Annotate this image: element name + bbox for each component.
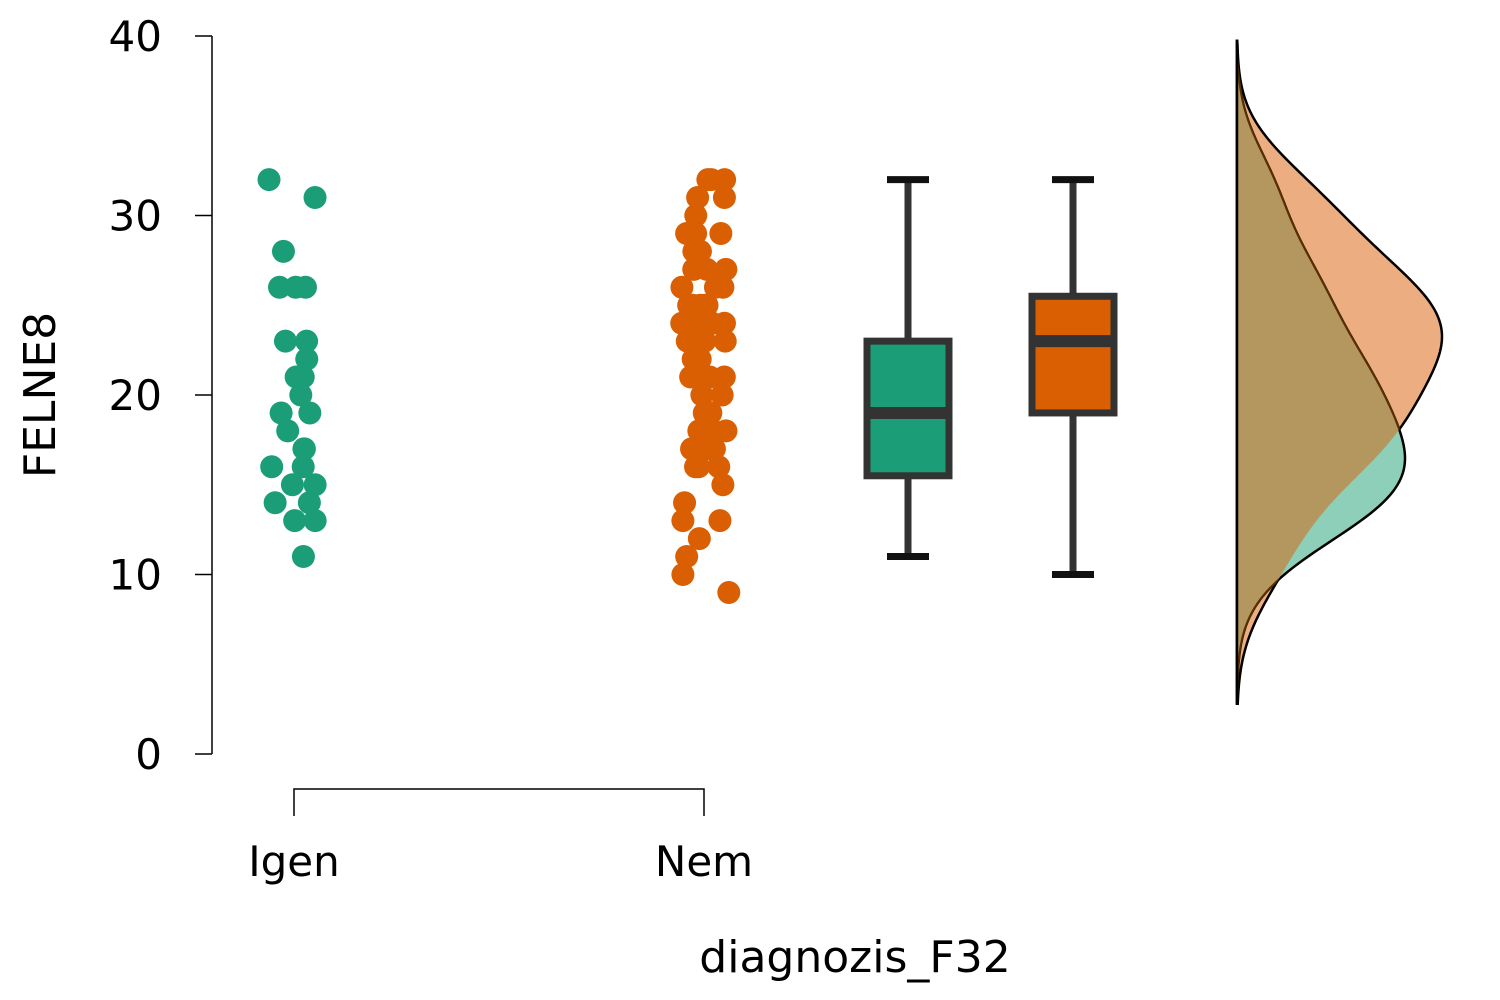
x-axis-title: diagnozis_F32	[699, 932, 1010, 983]
point-nem	[684, 347, 708, 371]
point-nem	[688, 239, 712, 263]
y-axis: 0 10 20 30 40	[109, 12, 213, 779]
point-nem	[671, 509, 695, 533]
point-nem	[686, 186, 710, 210]
x-tick-label: Igen	[248, 837, 340, 886]
point-igen	[291, 545, 315, 569]
point-igen	[271, 239, 295, 263]
box	[1028, 292, 1118, 417]
x-tick-label: Nem	[655, 837, 753, 886]
point-nem	[711, 473, 735, 497]
y-tick-label: 0	[135, 730, 162, 779]
point-nem	[687, 419, 711, 443]
point-nem	[685, 437, 709, 461]
x-axis-line	[293, 788, 705, 816]
point-igen	[303, 509, 327, 533]
point-igen	[291, 365, 315, 389]
point-igen	[273, 329, 297, 353]
point-nem	[692, 401, 716, 425]
density-overlap	[1237, 39, 1407, 704]
point-nem	[687, 455, 711, 479]
point-nem	[675, 545, 699, 569]
point-nem	[690, 383, 714, 407]
point-nem	[712, 365, 736, 389]
boxplot-nem	[1028, 176, 1118, 578]
point-nem	[687, 527, 711, 551]
point-nem	[695, 257, 719, 281]
point-igen	[283, 509, 307, 533]
y-tick-label: 20	[109, 371, 162, 420]
point-igen	[263, 491, 287, 515]
point-igen	[295, 329, 319, 353]
point-igen	[284, 275, 308, 299]
point-nem	[677, 293, 701, 317]
point-igen	[260, 455, 284, 479]
point-igen	[303, 186, 327, 210]
point-igen	[292, 437, 316, 461]
point-igen	[280, 473, 304, 497]
point-nem	[714, 257, 738, 281]
point-nem	[670, 275, 694, 299]
x-axis: Igen Nem	[248, 788, 753, 886]
point-nem	[675, 221, 699, 245]
point-nem	[673, 491, 697, 515]
point-nem	[684, 204, 708, 227]
point-nem	[714, 419, 738, 443]
point-nem	[711, 275, 735, 299]
point-igen	[289, 383, 313, 407]
data-points	[257, 168, 741, 604]
point-igen	[295, 347, 319, 371]
point-nem	[708, 509, 732, 533]
point-igen	[298, 401, 322, 425]
y-tick-label: 10	[109, 551, 162, 600]
point-nem	[696, 168, 720, 192]
y-tick-label: 40	[109, 12, 162, 61]
point-igen	[303, 473, 327, 497]
point-nem	[710, 383, 734, 407]
point-igen	[257, 168, 281, 192]
point-nem	[679, 365, 703, 389]
y-tick-label: 30	[109, 192, 162, 241]
boxplot-igen	[863, 176, 953, 561]
point-nem	[709, 221, 733, 245]
point-nem	[713, 329, 737, 353]
point-igen	[291, 455, 315, 479]
boxplots	[863, 176, 1118, 578]
y-axis-title: FELNE8	[15, 312, 66, 478]
point-nem	[712, 186, 736, 210]
point-igen	[297, 491, 321, 515]
point-nem	[684, 311, 708, 335]
point-nem	[713, 168, 737, 192]
point-nem	[700, 311, 724, 335]
point-nem	[717, 580, 741, 604]
point-igen	[269, 401, 293, 425]
point-nem	[707, 455, 731, 479]
density-curves	[1235, 39, 1444, 705]
point-nem	[671, 563, 695, 586]
point-nem	[687, 329, 711, 353]
point-igen	[268, 275, 292, 299]
point-igen	[276, 419, 300, 443]
